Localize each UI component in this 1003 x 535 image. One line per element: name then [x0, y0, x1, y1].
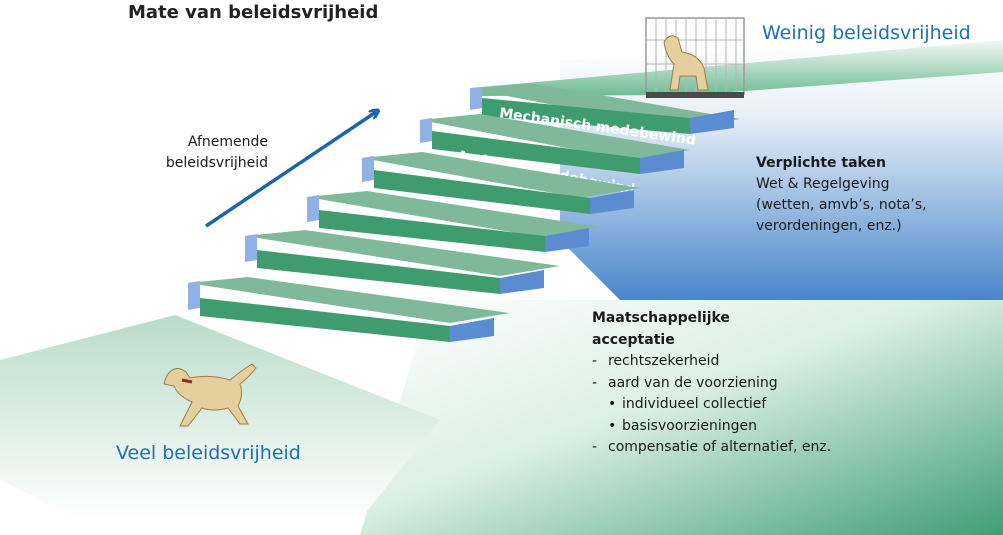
step-band: [374, 170, 590, 214]
step-riser-left: [307, 195, 319, 222]
arrow-label-line-2: beleidsvrijheid: [165, 155, 268, 171]
verplichte-line-2: (wetten, amvb’s, nota’s,: [756, 197, 927, 213]
verplichte-line-1: Wet & Regelgeving: [756, 176, 890, 192]
step-tread: [362, 152, 640, 198]
caged-dog-icon: [645, 17, 745, 98]
step-side-right: [590, 190, 634, 214]
step-side-right: [545, 228, 589, 252]
step-tread: [420, 114, 690, 160]
step-side-right: [450, 318, 494, 342]
diagram-title: Mate van beleidsvrijheid: [128, 2, 379, 23]
step-tread: [188, 277, 510, 323]
step-side-right: [500, 270, 544, 294]
verplichte-heading: Verplichte taken: [756, 155, 886, 171]
step-band: [200, 298, 450, 342]
ground-right: [360, 300, 1003, 535]
ground-left: [0, 315, 440, 520]
verplichte-taken-block: Verplichte taken Wet & Regelgeving (wett…: [756, 153, 927, 237]
step-band: [432, 131, 640, 174]
acceptatie-subitem: •basisvoorzieningen: [608, 417, 757, 434]
step-side-right: [690, 110, 734, 134]
acceptatie-subitem: •individueel collectief: [608, 396, 767, 412]
step-riser-left: [420, 118, 432, 143]
step-side-right: [640, 150, 684, 174]
bottom-freedom-label: Veel beleidsvrijheid: [116, 442, 301, 464]
walking-dog-icon: [163, 363, 257, 427]
arrow-label-line-1: Afnemende: [187, 134, 268, 150]
acceptatie-block: Maatschappelijke acceptatie -rechtszeker…: [592, 308, 831, 459]
step-band: [482, 98, 690, 134]
step-riser-left: [245, 234, 257, 262]
step-tread: [245, 230, 560, 276]
top-freedom-label: Weinig beleidsvrijheid: [762, 22, 971, 44]
acceptatie-heading-2: acceptatie: [592, 331, 675, 348]
step-tread: [307, 191, 600, 237]
step-riser-left: [362, 156, 374, 182]
acceptatie-item: -rechtszekerheid: [592, 353, 720, 369]
arrow-label: Afnemende beleidsvrijheid: [150, 132, 268, 174]
verplichte-line-3: verordeningen, enz.): [756, 218, 902, 234]
step-band: [257, 250, 500, 294]
step-riser-left: [470, 87, 482, 110]
acceptatie-item: -aard van de voorziening: [592, 374, 778, 391]
step-riser-left: [188, 281, 200, 310]
step-band: [319, 210, 545, 252]
acceptatie-heading-1: Maatschappelijke: [592, 310, 730, 326]
acceptatie-item: -compensatie of alternatief, enz.: [592, 439, 832, 455]
decreasing-arrow: [205, 112, 376, 228]
